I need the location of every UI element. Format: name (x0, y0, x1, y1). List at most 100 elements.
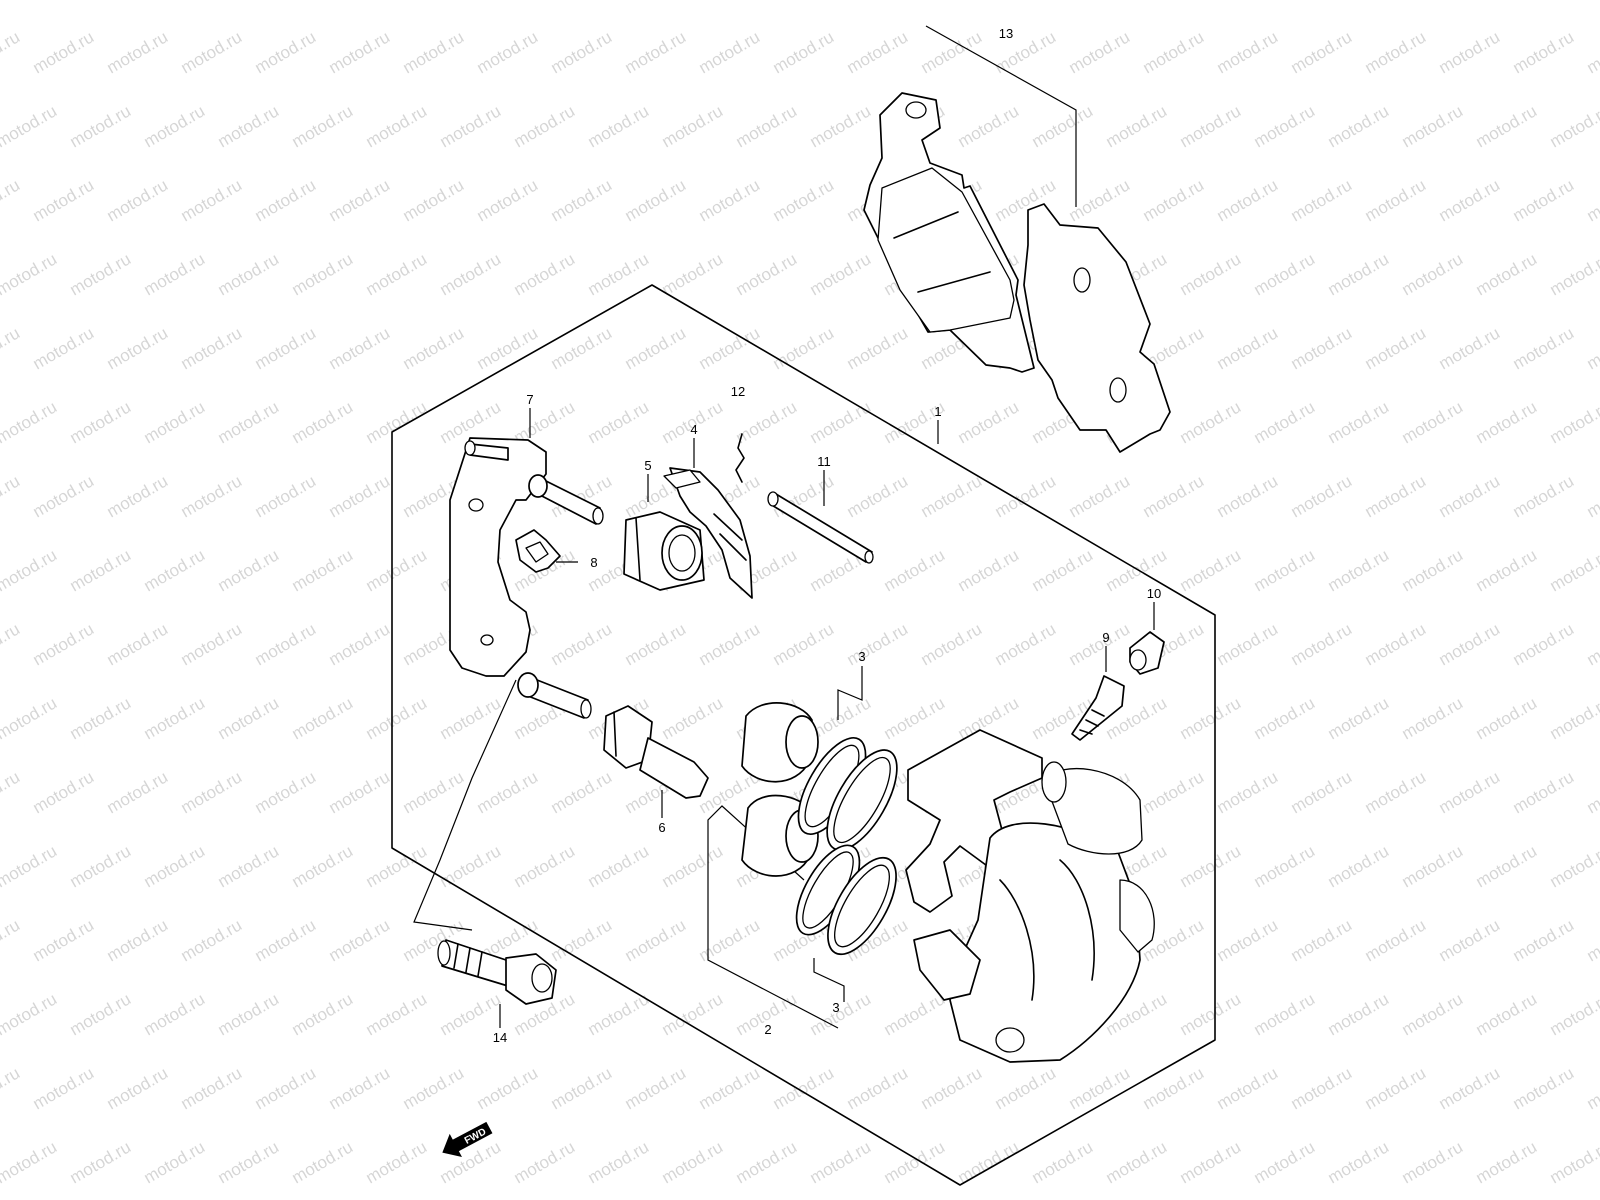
part-6-slide-pin[interactable] (603, 705, 709, 818)
watermark-text: motod.ru (363, 101, 431, 151)
watermark-text: motod.ru (1584, 27, 1600, 77)
watermark-text: motod.ru (1473, 397, 1541, 447)
watermark-text: motod.ru (289, 841, 357, 891)
watermark-text: motod.ru (1325, 545, 1393, 595)
watermark-text: motod.ru (659, 249, 727, 299)
watermark-text: motod.ru (252, 175, 320, 225)
part-3-seals[interactable] (784, 666, 911, 1002)
callout-13: 13 (999, 26, 1013, 41)
part-12-clip[interactable] (735, 433, 745, 483)
watermark-text: motod.ru (1399, 0, 1467, 3)
watermark-text: motod.ru (1288, 619, 1356, 669)
watermark-text: motod.ru (215, 397, 283, 447)
watermark-text: motod.ru (733, 101, 801, 151)
watermark-text: motod.ru (696, 1063, 764, 1113)
watermark-text: motod.ru (326, 27, 394, 77)
caliper-body[interactable] (905, 729, 1155, 1063)
watermark-text: motod.ru (474, 175, 542, 225)
watermark-text: motod.ru (141, 397, 209, 447)
watermark-text: motod.ru (1436, 27, 1504, 77)
watermark-text: motod.ru (1510, 619, 1578, 669)
watermark-text: motod.ru (326, 1063, 394, 1113)
watermark-text: motod.ru (104, 767, 172, 817)
watermark-text: motod.ru (326, 619, 394, 669)
watermark-text: motod.ru (141, 693, 209, 743)
watermark-text: motod.ru (1177, 0, 1245, 3)
watermark-text: motod.ru (0, 175, 23, 225)
part-1-caliper-assembly-frame[interactable] (391, 284, 1216, 1186)
watermark-text: motod.ru (1436, 619, 1504, 669)
watermark-text: motod.ru (1251, 693, 1319, 743)
watermark-text: motod.ru (1547, 101, 1600, 151)
watermark-text: motod.ru (289, 0, 357, 3)
part-8-pad-spring[interactable] (515, 529, 578, 573)
watermark-text: motod.ru (1547, 0, 1600, 3)
watermark-text: motod.ru (0, 1137, 60, 1187)
watermark-text: motod.ru (585, 0, 653, 3)
watermark-text: motod.ru (1325, 0, 1393, 3)
watermark-text: motod.ru (141, 841, 209, 891)
watermark-text: motod.ru (400, 27, 468, 77)
watermark-text: motod.ru (807, 0, 875, 3)
watermark-text: motod.ru (918, 1063, 986, 1113)
watermark-text: motod.ru (1436, 767, 1504, 817)
part-14-bolt[interactable] (413, 679, 557, 1028)
watermark-text: motod.ru (1214, 915, 1282, 965)
watermark-text: motod.ru (400, 323, 468, 373)
part-9-bleeder-valve[interactable] (1071, 646, 1125, 741)
watermark-text: motod.ru (659, 693, 727, 743)
watermark-text: motod.ru (955, 101, 1023, 151)
callout-1: 1 (934, 404, 941, 419)
part-11-pad-pin[interactable] (767, 470, 874, 564)
part-2-pistons[interactable] (707, 702, 839, 1029)
watermark-text: motod.ru (178, 619, 246, 669)
watermark-text: motod.ru (67, 249, 135, 299)
watermark-text: motod.ru (474, 27, 542, 77)
callout-4: 4 (690, 422, 697, 437)
part-5-boot[interactable] (623, 474, 705, 591)
watermark-text: motod.ru (0, 767, 23, 817)
watermark-text: motod.ru (844, 27, 912, 77)
watermark-text: motod.ru (1214, 175, 1282, 225)
watermark-text: motod.ru (0, 0, 60, 3)
part-7-caliper-bracket[interactable] (449, 408, 604, 719)
watermark-text: motod.ru (1214, 767, 1282, 817)
watermark-text: motod.ru (1399, 989, 1467, 1039)
watermark-text: motod.ru (918, 471, 986, 521)
watermark-text: motod.ru (1399, 1137, 1467, 1187)
watermark-text: motod.ru (955, 545, 1023, 595)
watermark-text: motod.ru (1325, 249, 1393, 299)
watermark-text: motod.ru (696, 915, 764, 965)
watermark-text: motod.ru (1362, 915, 1430, 965)
watermark-text: motod.ru (1473, 841, 1541, 891)
watermark-text: motod.ru (955, 397, 1023, 447)
part-13-brake-pads[interactable] (863, 25, 1171, 453)
watermark-text: motod.ru (1547, 249, 1600, 299)
watermark-text: motod.ru (1510, 27, 1578, 77)
watermark-text: motod.ru (0, 545, 60, 595)
watermark-text: motod.ru (807, 989, 875, 1039)
watermark-text: motod.ru (1510, 175, 1578, 225)
watermark-text: motod.ru (141, 0, 209, 3)
watermark-text: motod.ru (30, 767, 98, 817)
watermark-text: motod.ru (1399, 545, 1467, 595)
watermark-text: motod.ru (1584, 619, 1600, 669)
watermark-text: motod.ru (474, 1063, 542, 1113)
watermark-text: motod.ru (1140, 471, 1208, 521)
watermark-text: motod.ru (0, 27, 23, 77)
watermark-text: motod.ru (437, 841, 505, 891)
callout-5: 5 (644, 458, 651, 473)
watermark-text: motod.ru (289, 397, 357, 447)
watermark-text: motod.ru (67, 989, 135, 1039)
watermark-text: motod.ru (215, 693, 283, 743)
part-4-pad-spring-plate[interactable] (663, 438, 753, 599)
watermark-text: motod.ru (1251, 1137, 1319, 1187)
watermark-text: motod.ru (30, 323, 98, 373)
watermark-text: motod.ru (1288, 767, 1356, 817)
watermark-text: motod.ru (622, 619, 690, 669)
watermark-text: motod.ru (1325, 693, 1393, 743)
part-10-bleeder-cap[interactable] (1129, 602, 1165, 675)
watermark-text: motod.ru (770, 27, 838, 77)
watermark-text: motod.ru (992, 619, 1060, 669)
watermark-text: motod.ru (1177, 1137, 1245, 1187)
